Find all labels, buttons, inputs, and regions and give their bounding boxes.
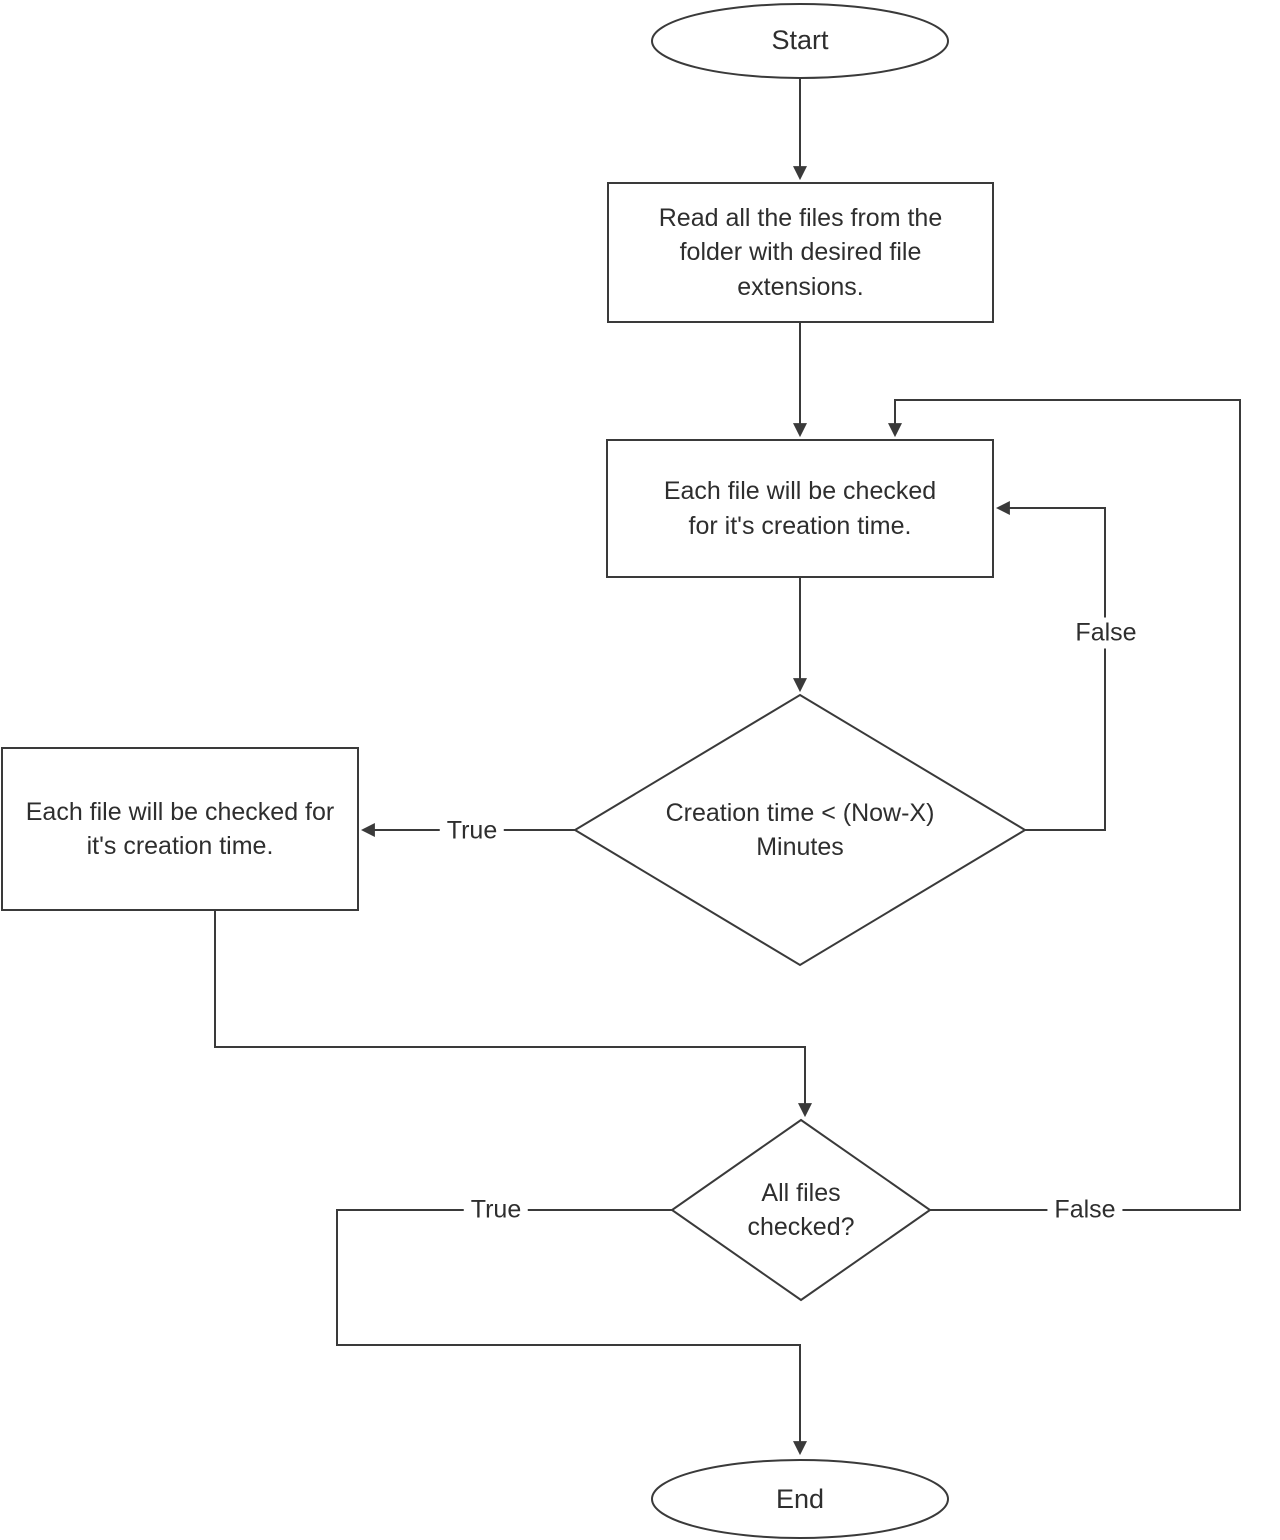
true-branch-box-label: Each file will be checked for it's creat… [25, 797, 335, 861]
creation-decision-label: Creation time < (Now-X) Minutes [665, 798, 935, 862]
all-checked-true-edge-label: True [463, 1194, 529, 1226]
edge-decision-false-loop [995, 501, 1106, 831]
start-label: Start [771, 25, 829, 56]
creation-decision-shape [573, 693, 1027, 967]
check-file-label: Each file will be checked for it's creat… [663, 477, 937, 540]
true-branch-process-shape [1, 747, 359, 911]
all-checked-decision-shape [670, 1118, 932, 1302]
creation-true-edge-label: True [439, 815, 505, 847]
start-terminator-shape [651, 3, 949, 79]
creation-false-edge-label: False [1068, 617, 1144, 649]
end-label: End [775, 1484, 825, 1515]
read-files-process-shape [607, 182, 994, 323]
edge-allchecked-false-loop [888, 399, 1241, 1211]
end-terminator-shape [651, 1459, 949, 1539]
all-checked-decision-label: All files checked? [747, 1178, 855, 1242]
check-file-process-shape [606, 439, 994, 578]
edge-box-to-allchecked [214, 910, 812, 1118]
all-checked-false-edge-label: False [1047, 1194, 1123, 1226]
read-files-label: Read all the files from the folder with … [658, 203, 943, 301]
edge-allchecked-true-to-end [336, 1209, 807, 1456]
